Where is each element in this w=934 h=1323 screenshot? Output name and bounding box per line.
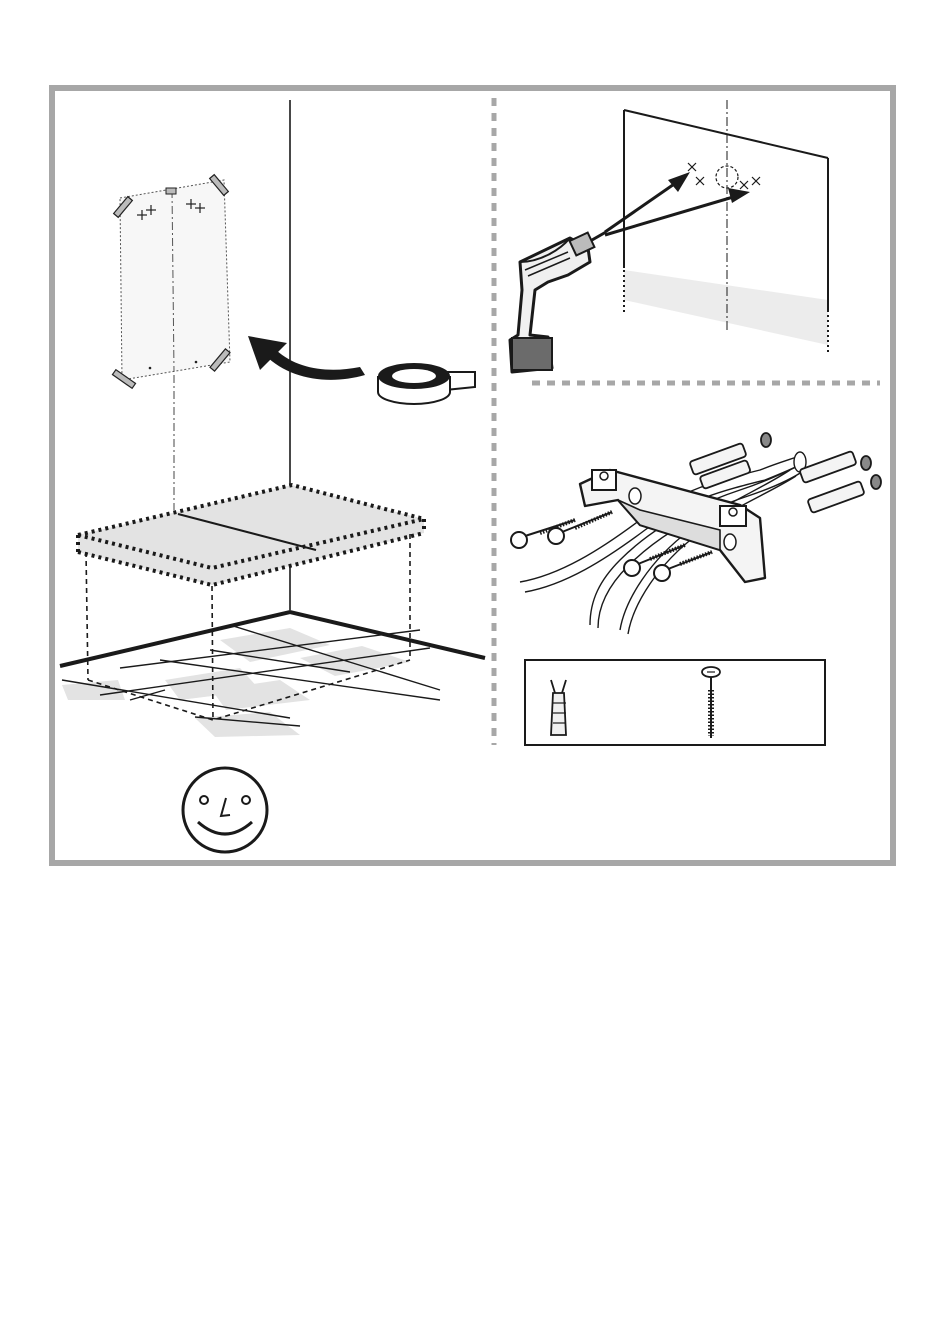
parts-legend-box <box>525 660 825 745</box>
smiley-face-icon <box>183 768 267 852</box>
drill-icon <box>510 232 606 372</box>
panel-template-placement <box>60 100 485 737</box>
adhesive-tape-roll-icon <box>378 363 475 404</box>
floor-tiles-icon <box>60 612 485 737</box>
panel-bracket-mounting <box>511 433 881 634</box>
curved-arrow-icon <box>248 336 365 380</box>
wall-template-icon <box>112 175 230 389</box>
panel-drilling <box>510 100 828 372</box>
panel-parts-legend <box>525 660 825 745</box>
wall-panel-icon <box>624 100 828 355</box>
